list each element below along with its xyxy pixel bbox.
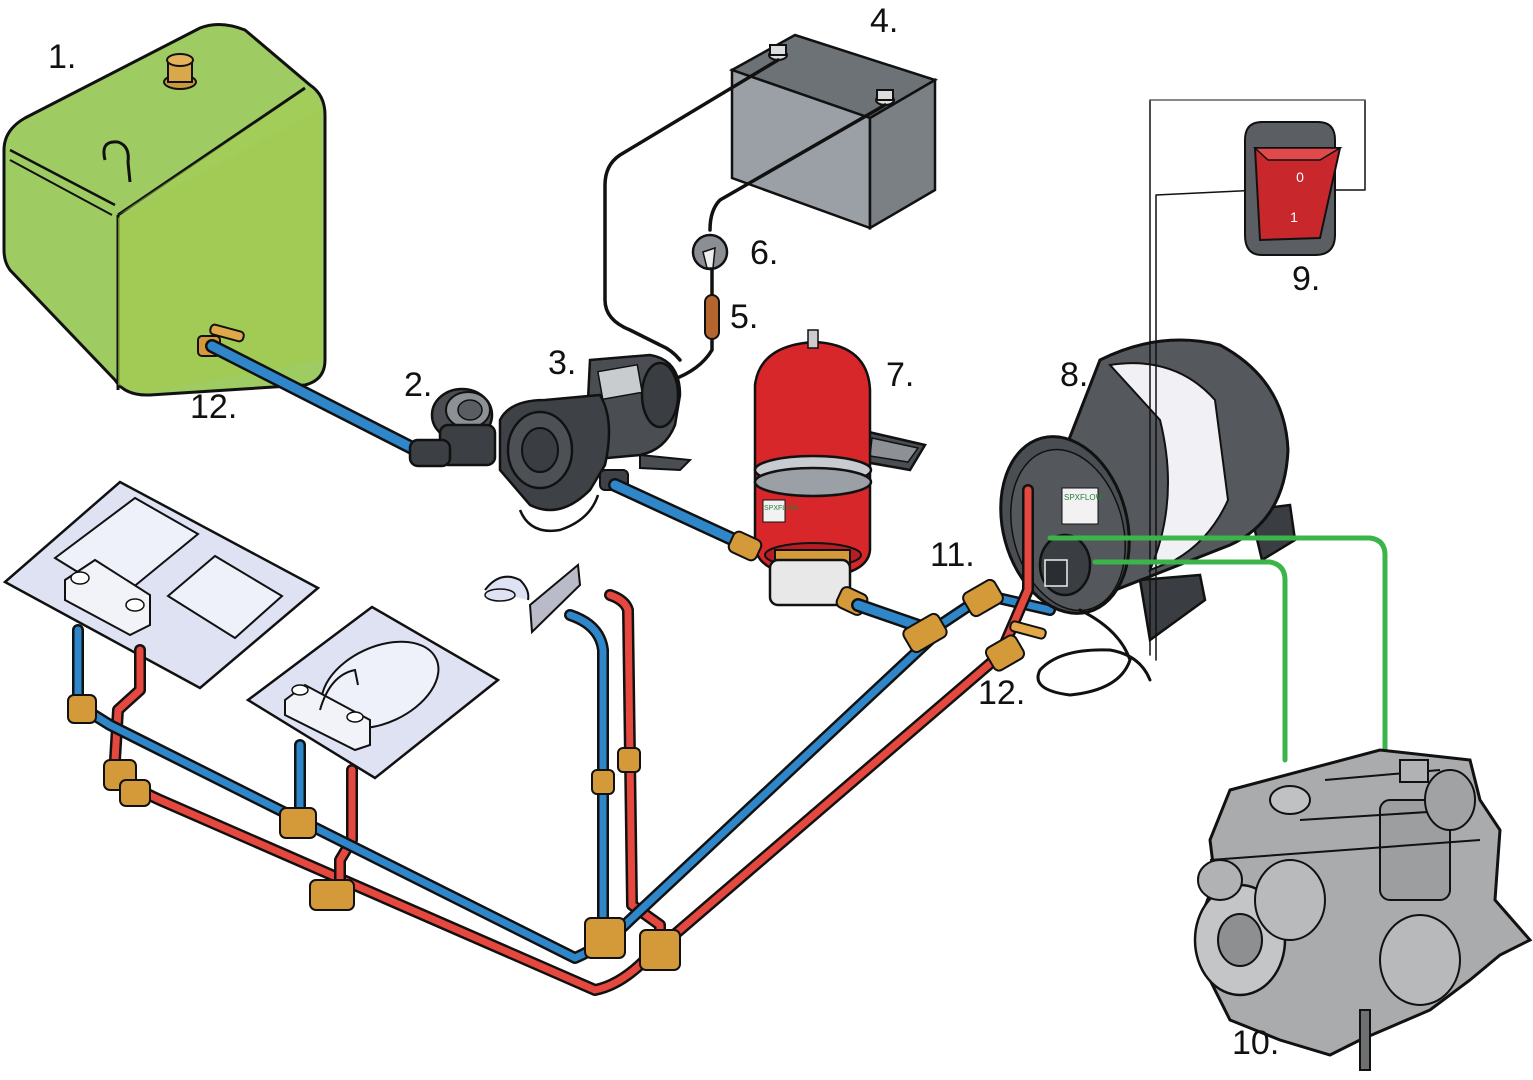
fitting-acc-in <box>727 530 763 562</box>
rocker-switch: 0 1 <box>1244 121 1343 256</box>
fuse <box>704 294 720 340</box>
water-tank <box>2 23 327 397</box>
basin <box>245 605 501 780</box>
pump <box>498 353 693 533</box>
brass-fittings <box>67 578 1047 971</box>
pump-switch <box>691 233 729 271</box>
label-accumulator: 7. <box>886 356 915 394</box>
label-battery: 4. <box>870 2 899 40</box>
label-water-heater: 8. <box>1060 356 1089 394</box>
strainer <box>408 387 497 468</box>
battery-wire-negative <box>603 58 780 362</box>
heater-brand: SPXFLOW <box>1064 493 1104 502</box>
label-switch: 9. <box>1292 260 1321 298</box>
switch-on-mark: 1 <box>1290 209 1298 225</box>
label-engine: 10. <box>1232 1024 1280 1062</box>
label-water-tank: 1. <box>48 38 77 76</box>
label-pump: 3. <box>548 344 577 382</box>
battery-wire-positive <box>708 103 887 232</box>
cold-pipe-tank-fill <box>207 341 425 457</box>
switch-off-mark: 0 <box>1296 169 1304 185</box>
battery <box>728 33 939 231</box>
shower-mixer <box>484 563 582 635</box>
label-valve-tank: 12. <box>190 388 238 426</box>
switch-wire-2 <box>1155 189 1261 661</box>
label-fuse: 5. <box>730 298 759 336</box>
accumulator-tank: SPXFLOW <box>753 329 927 607</box>
label-heater-connection: 11. <box>930 536 975 574</box>
label-valve-heater: 12. <box>978 674 1026 712</box>
label-strainer: 2. <box>404 366 433 404</box>
double-sink <box>2 480 321 690</box>
engine <box>1193 748 1533 1071</box>
heater-power-cable <box>1036 608 1152 697</box>
cold-pipe-pump-fill <box>610 480 750 550</box>
coolant-pipe-inner <box>1092 559 1288 763</box>
coolant-pipe-outer <box>1047 535 1388 758</box>
accumulator-brand: SPXFLOW <box>764 505 799 512</box>
label-pump-switch: 6. <box>750 234 779 272</box>
